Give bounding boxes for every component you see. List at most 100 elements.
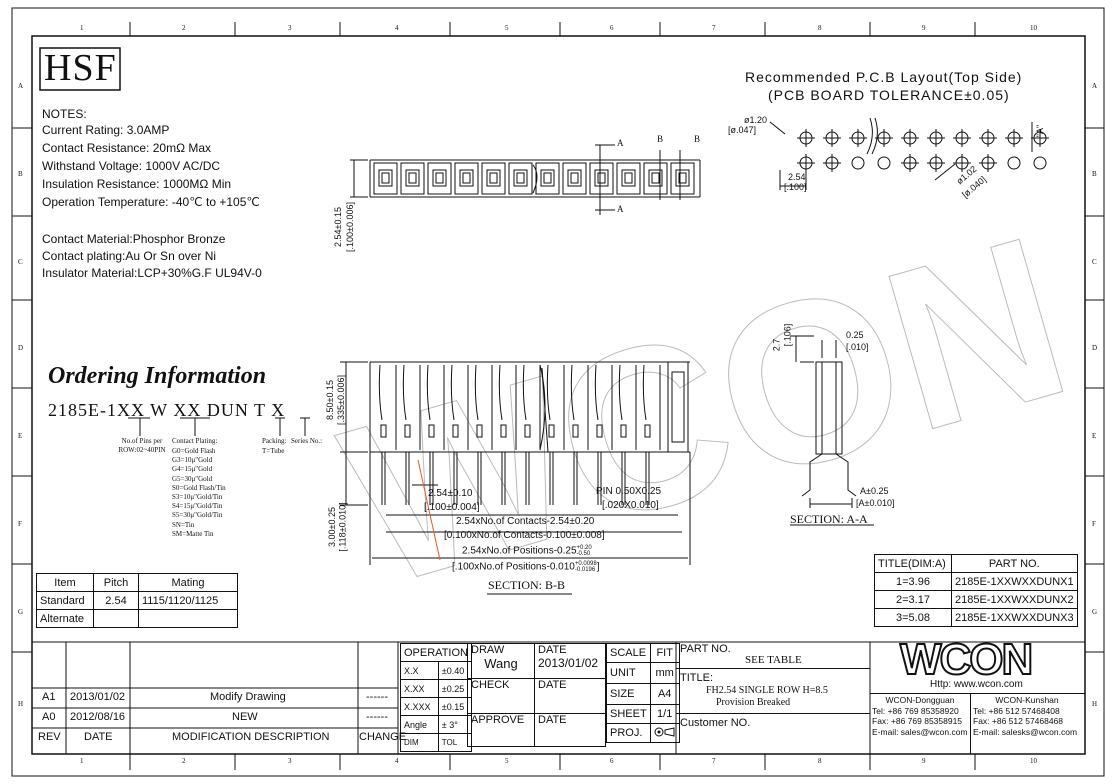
approve-label: APPROVE bbox=[467, 713, 535, 747]
pcb-hole1-dim-in: [ø.047] bbox=[728, 125, 757, 135]
pcb-hole bbox=[877, 156, 891, 170]
title-divider bbox=[676, 668, 870, 669]
note-line: Insulation Resistance: 1000MΩ Min bbox=[42, 177, 232, 191]
rev-row-rev: A1 bbox=[42, 691, 56, 703]
rev-row-change: ------ bbox=[366, 711, 388, 723]
rev-row-desc: NEW bbox=[232, 711, 258, 723]
tol-dim: Angle bbox=[400, 715, 439, 734]
plating-option: G4=15μ"Gold bbox=[172, 465, 213, 474]
pcb-hole bbox=[875, 129, 893, 147]
rev-header-date: DATE bbox=[84, 731, 113, 743]
frame-row-label: H bbox=[18, 700, 24, 708]
top-view-pin-cell bbox=[400, 162, 425, 195]
aa-thickness-dim-in: [.010] bbox=[846, 342, 869, 352]
table-row: Alternate bbox=[36, 609, 238, 628]
frame-column-label: 8 bbox=[818, 24, 822, 32]
pcb-hole1-dim: ø1.20 bbox=[744, 115, 768, 125]
date-label: DATE bbox=[538, 644, 567, 656]
note-line: Current Rating: 3.0AMP bbox=[42, 123, 170, 137]
approve-date-label: DATE bbox=[534, 713, 606, 747]
company-right: WCON-Kunshan Tel: +86 512 57468408 Fax: … bbox=[973, 695, 1081, 737]
pcb-title: Recommended P.C.B Layout(Top Side) bbox=[745, 69, 1023, 85]
section-bb-contact bbox=[522, 364, 541, 505]
operation-label: OPERATION bbox=[400, 643, 472, 662]
table-cell: 2.54 bbox=[93, 591, 139, 610]
company-right-fax: Fax: +86 512 57468468 bbox=[973, 716, 1064, 726]
table-row: PROJ. bbox=[606, 723, 680, 743]
table-cell: 1115/1120/1125 bbox=[138, 591, 238, 610]
table-row: DRAW Wang DATE 2013/01/02 bbox=[467, 643, 606, 679]
ordering-packing-label: Packing: bbox=[262, 437, 287, 445]
pcb-hole bbox=[1031, 129, 1049, 147]
pcb-pitch-dim: 2.54 bbox=[788, 172, 806, 182]
table-cell bbox=[93, 609, 139, 628]
tol-dim: X.X bbox=[400, 661, 439, 680]
check-date-label: DATE bbox=[534, 678, 606, 714]
material-line: Contact Material:Phosphor Bronze bbox=[42, 232, 226, 246]
frame-column-label: 2 bbox=[182, 24, 186, 32]
company-right-mail: E-mail: salesks@wcon.com bbox=[973, 726, 1078, 737]
rev-header-desc: MODIFICATION DESCRIPTION bbox=[172, 731, 330, 743]
frame-column-label: 7 bbox=[712, 24, 716, 32]
aa-a-dim-in: [A±0.010] bbox=[856, 498, 895, 508]
table-cell: Standard bbox=[36, 591, 94, 610]
section-bb-contact bbox=[450, 364, 469, 505]
plating-option: G0=Gold Flash bbox=[172, 447, 216, 455]
frame-column-label: 2 bbox=[182, 757, 186, 765]
bb-height-dim: 8.50±0.15 bbox=[324, 380, 335, 420]
company-left-mail: E-mail: sales@wcon.com bbox=[872, 726, 968, 737]
pcb-hole bbox=[823, 154, 841, 172]
bb-positions-dim-in: [.100xNo.of Positions-0.010+0.0098-0.019… bbox=[452, 561, 600, 573]
rev-row-date: 2013/01/02 bbox=[70, 691, 126, 703]
frame-row-label: F bbox=[1092, 520, 1096, 528]
table-row: TITLE(DIM:A) PART NO. bbox=[874, 554, 1078, 573]
aa-height-dim: 2.7 bbox=[771, 338, 782, 352]
pcb-hole bbox=[823, 129, 841, 147]
frame-row-label: E bbox=[18, 432, 23, 440]
table-cell: 2185E-1XXWXXDUNX2 bbox=[951, 590, 1078, 609]
frame-column-label: 5 bbox=[505, 24, 509, 32]
table-row: 2=3.17 2185E-1XXWXXDUNX2 bbox=[874, 590, 1078, 609]
section-bb-contact bbox=[474, 364, 493, 505]
tol-dim: X.XXX bbox=[400, 697, 439, 716]
frame-row-label: B bbox=[18, 170, 23, 178]
frame-column-label: 6 bbox=[610, 757, 614, 765]
section-bb-contact bbox=[402, 364, 421, 505]
pcb-hole bbox=[851, 156, 865, 170]
section-aa-label: SECTION: A-A bbox=[790, 512, 868, 526]
sheet-label: SHEET bbox=[606, 704, 651, 724]
table-cell: 2185E-1XXWXXDUNX1 bbox=[951, 572, 1078, 591]
bb-positions-in-up: +0.0098 bbox=[574, 561, 597, 567]
section-bb-contact bbox=[642, 364, 661, 505]
table-cell: 3=5.08 bbox=[874, 608, 952, 627]
section-bb-contact bbox=[426, 364, 445, 505]
bb-positions-dim: 2.54xNo.of Positions-0.25+0.20-0.50 bbox=[462, 545, 592, 557]
bb-pitch-dim: 2.54±0.10 bbox=[428, 488, 473, 499]
company-website: Http: www.wcon.com bbox=[930, 679, 1023, 690]
plating-option: S4=15μ"Gold/Tin bbox=[172, 502, 223, 511]
note-line: Withstand Voltage: 1000V AC/DC bbox=[42, 159, 221, 173]
title-value-2: Provision Breaked bbox=[716, 697, 791, 708]
bb-pin-dim: PIN 0.50X0.25 bbox=[596, 486, 662, 497]
customer-label: Customer NO. bbox=[680, 717, 751, 729]
table-row: X.XXX±0.15 bbox=[400, 697, 472, 716]
draw-cell: DRAW Wang bbox=[467, 643, 535, 679]
pcb-subtitle: (PCB BOARD TOLERANCE±0.05) bbox=[768, 87, 1010, 103]
top-view-pin-cell bbox=[670, 162, 695, 195]
table-row: 3=5.08 2185E-1XXWXXDUNX3 bbox=[874, 608, 1078, 627]
size-value: A4 bbox=[649, 683, 680, 705]
scale-label: SCALE bbox=[606, 643, 651, 663]
part-number-table: TITLE(DIM:A) PART NO. 1=3.96 2185E-1XXWX… bbox=[874, 554, 1078, 627]
bb-positions-in-dn: -0.0196 bbox=[574, 567, 596, 573]
pcb-hole bbox=[1007, 156, 1021, 170]
frame-column-label: 10 bbox=[1030, 757, 1037, 765]
table-cell bbox=[138, 609, 238, 628]
customer-divider bbox=[676, 713, 870, 714]
pcb-hole bbox=[1033, 156, 1047, 170]
bb-pitch-dim-in: [.100±0.004] bbox=[424, 502, 480, 513]
table-row: X.XX±0.25 bbox=[400, 679, 472, 698]
frame-row-label: D bbox=[1092, 344, 1098, 352]
date-value: 2013/01/02 bbox=[538, 656, 599, 670]
